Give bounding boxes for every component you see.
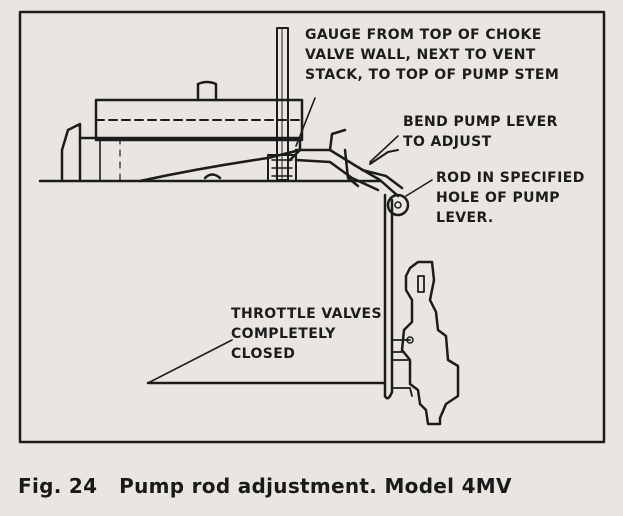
pump-rod xyxy=(383,193,394,400)
gauge-rod xyxy=(267,27,297,182)
figure-caption: Fig. 24 Pump rod adjustment. Model 4MV xyxy=(18,474,512,498)
diagram-frame xyxy=(18,10,606,444)
bend-lever-label: BEND PUMP LEVER TO ADJUST xyxy=(403,114,558,150)
leader-lines xyxy=(147,97,433,384)
gauge-label: GAUGE FROM TOP OF CHOKE VALVE WALL, NEXT… xyxy=(305,27,560,83)
throttle-linkage xyxy=(146,260,460,426)
throttle-valves-label: THROTTLE VALVES COMPLETELY CLOSED xyxy=(231,306,382,362)
pump-lever xyxy=(294,128,410,217)
carburetor-body xyxy=(38,80,382,183)
rod-hole-label: ROD IN SPECIFIED HOLE OF PUMP LEVER. xyxy=(436,170,585,226)
